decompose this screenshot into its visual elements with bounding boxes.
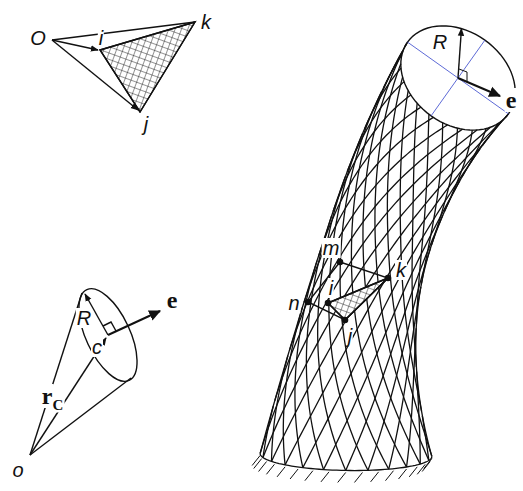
mesh-line: [416, 114, 429, 324]
ground-tick: [422, 462, 430, 472]
mesh-line: [445, 130, 473, 211]
origin-label: o: [11, 460, 24, 480]
ground-tick: [338, 472, 346, 482]
cone-inset: [30, 280, 160, 455]
node-label: n: [287, 293, 300, 313]
ground-tick: [385, 471, 393, 481]
mesh-line: [260, 453, 432, 470]
mesh-line: [272, 356, 288, 462]
normal-arrow: [458, 78, 500, 96]
node-label: i: [328, 278, 334, 298]
ground-tick: [399, 469, 407, 479]
mesh-line: [375, 64, 429, 461]
mesh-line: [272, 121, 502, 461]
mesh-line: [260, 42, 407, 453]
mesh-line: [416, 114, 509, 457]
mesh-line: [432, 128, 458, 244]
vertex-label: k: [200, 12, 212, 32]
radius-label: R: [432, 32, 448, 52]
vertex-label: i: [98, 28, 104, 48]
origin-label: O: [29, 28, 47, 48]
mesh-line: [275, 129, 463, 401]
radius-arrow: [458, 29, 461, 78]
ground-tick: [354, 472, 362, 482]
vector-label: e: [505, 88, 518, 112]
mesh-line: [422, 123, 443, 283]
mesh-line: [285, 120, 503, 465]
mesh-line: [368, 248, 431, 470]
ground-tick: [409, 467, 417, 477]
ground-tick: [266, 464, 274, 474]
section-diameter: [408, 42, 509, 114]
radius-label: R: [76, 308, 92, 328]
mesh-line: [400, 91, 421, 412]
ground-tick: [252, 455, 260, 465]
ground-tick: [277, 467, 285, 477]
node-label: k: [395, 260, 407, 280]
mesh-line: [260, 130, 477, 453]
ground-tick: [371, 472, 379, 482]
subscript-label: C: [52, 398, 65, 413]
ground-hatch: [252, 455, 432, 482]
node-label: m: [322, 238, 341, 258]
shell-mesh: [260, 42, 508, 470]
top-rim: [401, 26, 515, 130]
node-label: j: [347, 326, 353, 346]
vector-label: e: [166, 288, 179, 312]
right-angle-mark: [459, 69, 467, 81]
shell-top-section: [401, 26, 515, 130]
triangle-inset: [52, 22, 195, 112]
ground-tick: [290, 469, 298, 479]
ground-tick: [259, 462, 267, 472]
vertex-label: j: [143, 114, 149, 134]
shell-element: [305, 259, 390, 322]
center-label: c: [91, 337, 103, 357]
mesh-line: [318, 176, 346, 470]
ground-tick: [254, 459, 262, 469]
ground-tick: [321, 472, 329, 482]
ground-tick: [305, 471, 313, 481]
ground-tick: [424, 459, 432, 469]
mesh-line: [283, 307, 302, 465]
